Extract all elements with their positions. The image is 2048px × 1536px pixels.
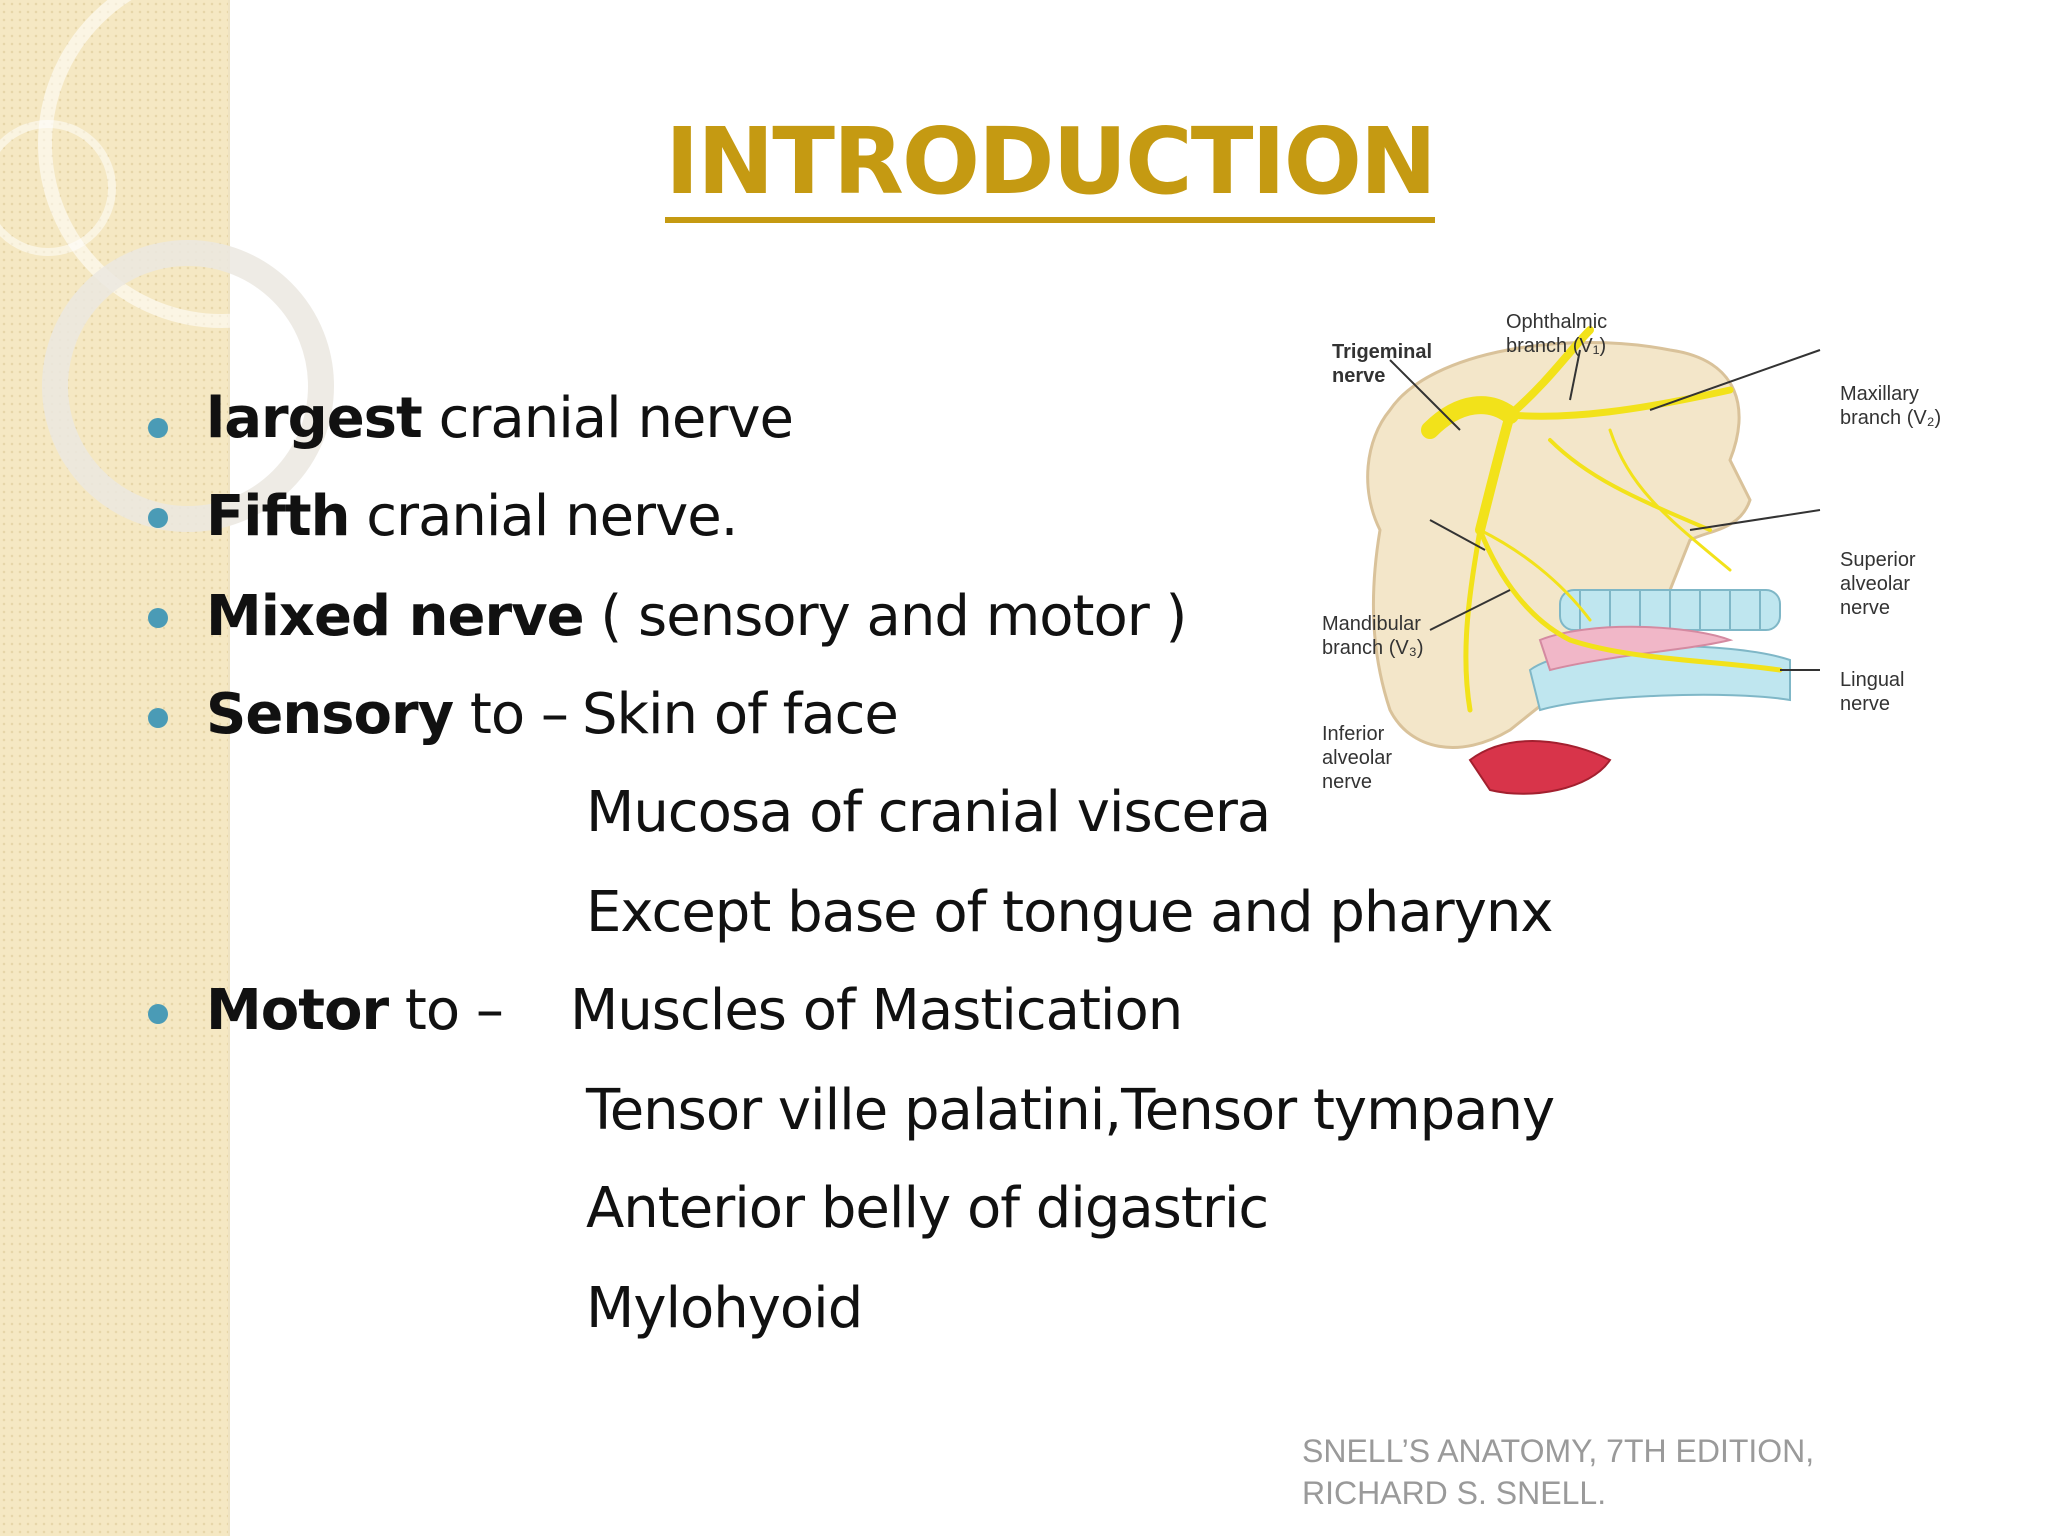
nerve-branches — [1421, 326, 1783, 713]
bullet-keyword: Sensory — [206, 682, 454, 747]
upper-teeth — [1559, 589, 1781, 631]
bullet-item-sensory: Sensory to – — [206, 682, 569, 747]
bullet-item: Fifth cranial nerve. — [206, 484, 738, 549]
bullet-item-motor: Motor to – — [206, 978, 504, 1043]
motor-target: Tensor ville palatini,Tensor tympany — [586, 1078, 1555, 1143]
bullet-keyword: Motor — [206, 978, 389, 1043]
motor-target: Mylohyoid — [586, 1276, 863, 1341]
motor-target: Muscles of Mastication — [570, 978, 1183, 1043]
digastric-muscle — [1468, 740, 1612, 795]
label-trigeminal-nerve: Trigeminal nerve — [1332, 341, 1433, 387]
bullet-keyword: Fifth — [206, 484, 350, 549]
skull-drawing — [1366, 326, 1821, 795]
bullet-text: ( sensory and motor ) — [583, 584, 1187, 649]
bullet-dot — [148, 708, 168, 728]
sensory-target: Except base of tongue and pharynx — [586, 880, 1553, 945]
label-leader-lines — [1389, 349, 1821, 671]
bullet-text: cranial nerve. — [349, 484, 738, 549]
label-maxillary-branch: Maxillary branch (V₂) — [1840, 383, 1942, 429]
sensory-target: Skin of face — [582, 682, 899, 747]
source-credit: SNELL’S ANATOMY, 7TH EDITION, RICHARD S.… — [1302, 1433, 1815, 1511]
label-lingual-nerve: Lingual nerve — [1840, 669, 1905, 715]
bullet-dot — [148, 418, 168, 438]
bullet-text: to – — [388, 978, 504, 1043]
label-superior-alveolar-nerve: Superior alveolar nerve — [1840, 549, 1916, 619]
motor-target: Anterior belly of digastric — [586, 1176, 1269, 1241]
bullet-dot — [148, 608, 168, 628]
slide-title-text: INTRODUCTION — [665, 108, 1437, 223]
slide-title: INTRODUCTION — [0, 108, 2048, 223]
label-ophthalmic-branch: Ophthalmic branch (V₁) — [1506, 311, 1608, 357]
trigeminal-nerve-illustration: Trigeminal nerve Ophthalmic branch (V₁) … — [1310, 290, 1970, 835]
bullet-dot — [148, 1004, 168, 1024]
bullet-keyword: Mixed nerve — [206, 584, 585, 649]
bullet-keyword: largest — [206, 386, 423, 451]
sensory-target: Mucosa of cranial viscera — [586, 780, 1271, 845]
bullet-dot — [148, 508, 168, 528]
bullet-item: largest cranial nerve — [206, 386, 794, 451]
bullet-text: to – — [453, 682, 569, 747]
bullet-text: cranial nerve — [421, 386, 794, 451]
tongue — [1538, 625, 1734, 672]
bullet-item: Mixed nerve ( sensory and motor ) — [206, 584, 1187, 649]
label-mandibular-branch: Mandibular branch (V₃) — [1322, 613, 1424, 659]
decorative-ring — [0, 120, 116, 256]
decorative-side-band — [0, 0, 406, 1536]
label-inferior-alveolar-nerve: Inferior alveolar nerve — [1322, 723, 1393, 793]
